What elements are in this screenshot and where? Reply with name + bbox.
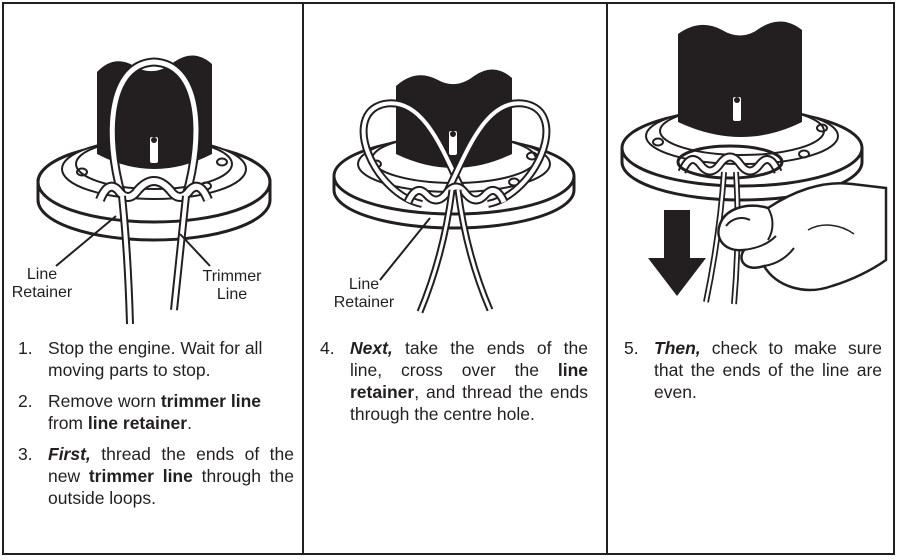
label-line-retainer: Line Retainer xyxy=(332,276,396,312)
label-trimmer-line: Trimmer Line xyxy=(194,268,270,304)
steps-list-2: 4. Next, take the ends of the line, cros… xyxy=(320,337,588,434)
step-1: 1. Stop the engine. Wait for all moving … xyxy=(18,337,294,381)
step-4: 4. Next, take the ends of the line, cros… xyxy=(320,337,588,425)
step-text: Next, take the ends of the line, cross o… xyxy=(350,338,588,424)
step-number: 1. xyxy=(18,337,33,359)
step-5: 5. Then, check to make sure that the end… xyxy=(624,337,882,403)
label-line-retainer: Line Retainer xyxy=(10,266,74,302)
step-text-part: Remove worn xyxy=(48,391,161,411)
step-number: 2. xyxy=(18,390,33,412)
illustration-check-ends xyxy=(608,4,893,324)
label-line-retainer-l2: Retainer xyxy=(332,294,396,312)
panel-step-1-3: Line Retainer Trimmer Line 1. Stop the e… xyxy=(4,4,302,553)
label-line-retainer-l2: Retainer xyxy=(10,284,74,302)
step-number: 4. xyxy=(320,337,335,359)
label-line-retainer-l1: Line xyxy=(10,266,74,284)
step-3: 3. First, thread the ends of the new tri… xyxy=(18,443,294,509)
step-text-part: from xyxy=(48,413,88,433)
step-lead: Next, xyxy=(350,338,393,358)
step-number: 3. xyxy=(18,443,33,465)
instruction-frame: Line Retainer Trimmer Line 1. Stop the e… xyxy=(2,2,895,555)
step-lead: First, xyxy=(48,444,91,464)
step-text: Remove worn trimmer line from line retai… xyxy=(48,391,261,433)
term-line-retainer: line retainer xyxy=(88,413,187,433)
steps-list-3: 5. Then, check to make sure that the end… xyxy=(624,337,882,412)
steps-list-1: 1. Stop the engine. Wait for all moving … xyxy=(18,337,294,518)
label-line-retainer-l1: Line xyxy=(332,276,396,294)
step-text: First, thread the ends of the new trimme… xyxy=(48,444,294,508)
label-trimmer-line-l1: Trimmer xyxy=(194,268,270,286)
step-text-part: . xyxy=(187,413,192,433)
step-lead: Then, xyxy=(654,338,701,358)
panel-step-4: Line Retainer 4. Next, take the ends of … xyxy=(304,4,606,553)
panel-step-5: 5. Then, check to make sure that the end… xyxy=(608,4,893,553)
step-number: 5. xyxy=(624,337,639,359)
step-text: Then, check to make sure that the ends o… xyxy=(654,338,882,402)
step-text: Stop the engine. Wait for all moving par… xyxy=(48,338,262,380)
label-trimmer-line-l2: Line xyxy=(194,286,270,304)
term-trimmer-line: trimmer line xyxy=(89,466,193,486)
term-trimmer-line: trimmer line xyxy=(161,391,261,411)
step-2: 2. Remove worn trimmer line from line re… xyxy=(18,390,294,434)
